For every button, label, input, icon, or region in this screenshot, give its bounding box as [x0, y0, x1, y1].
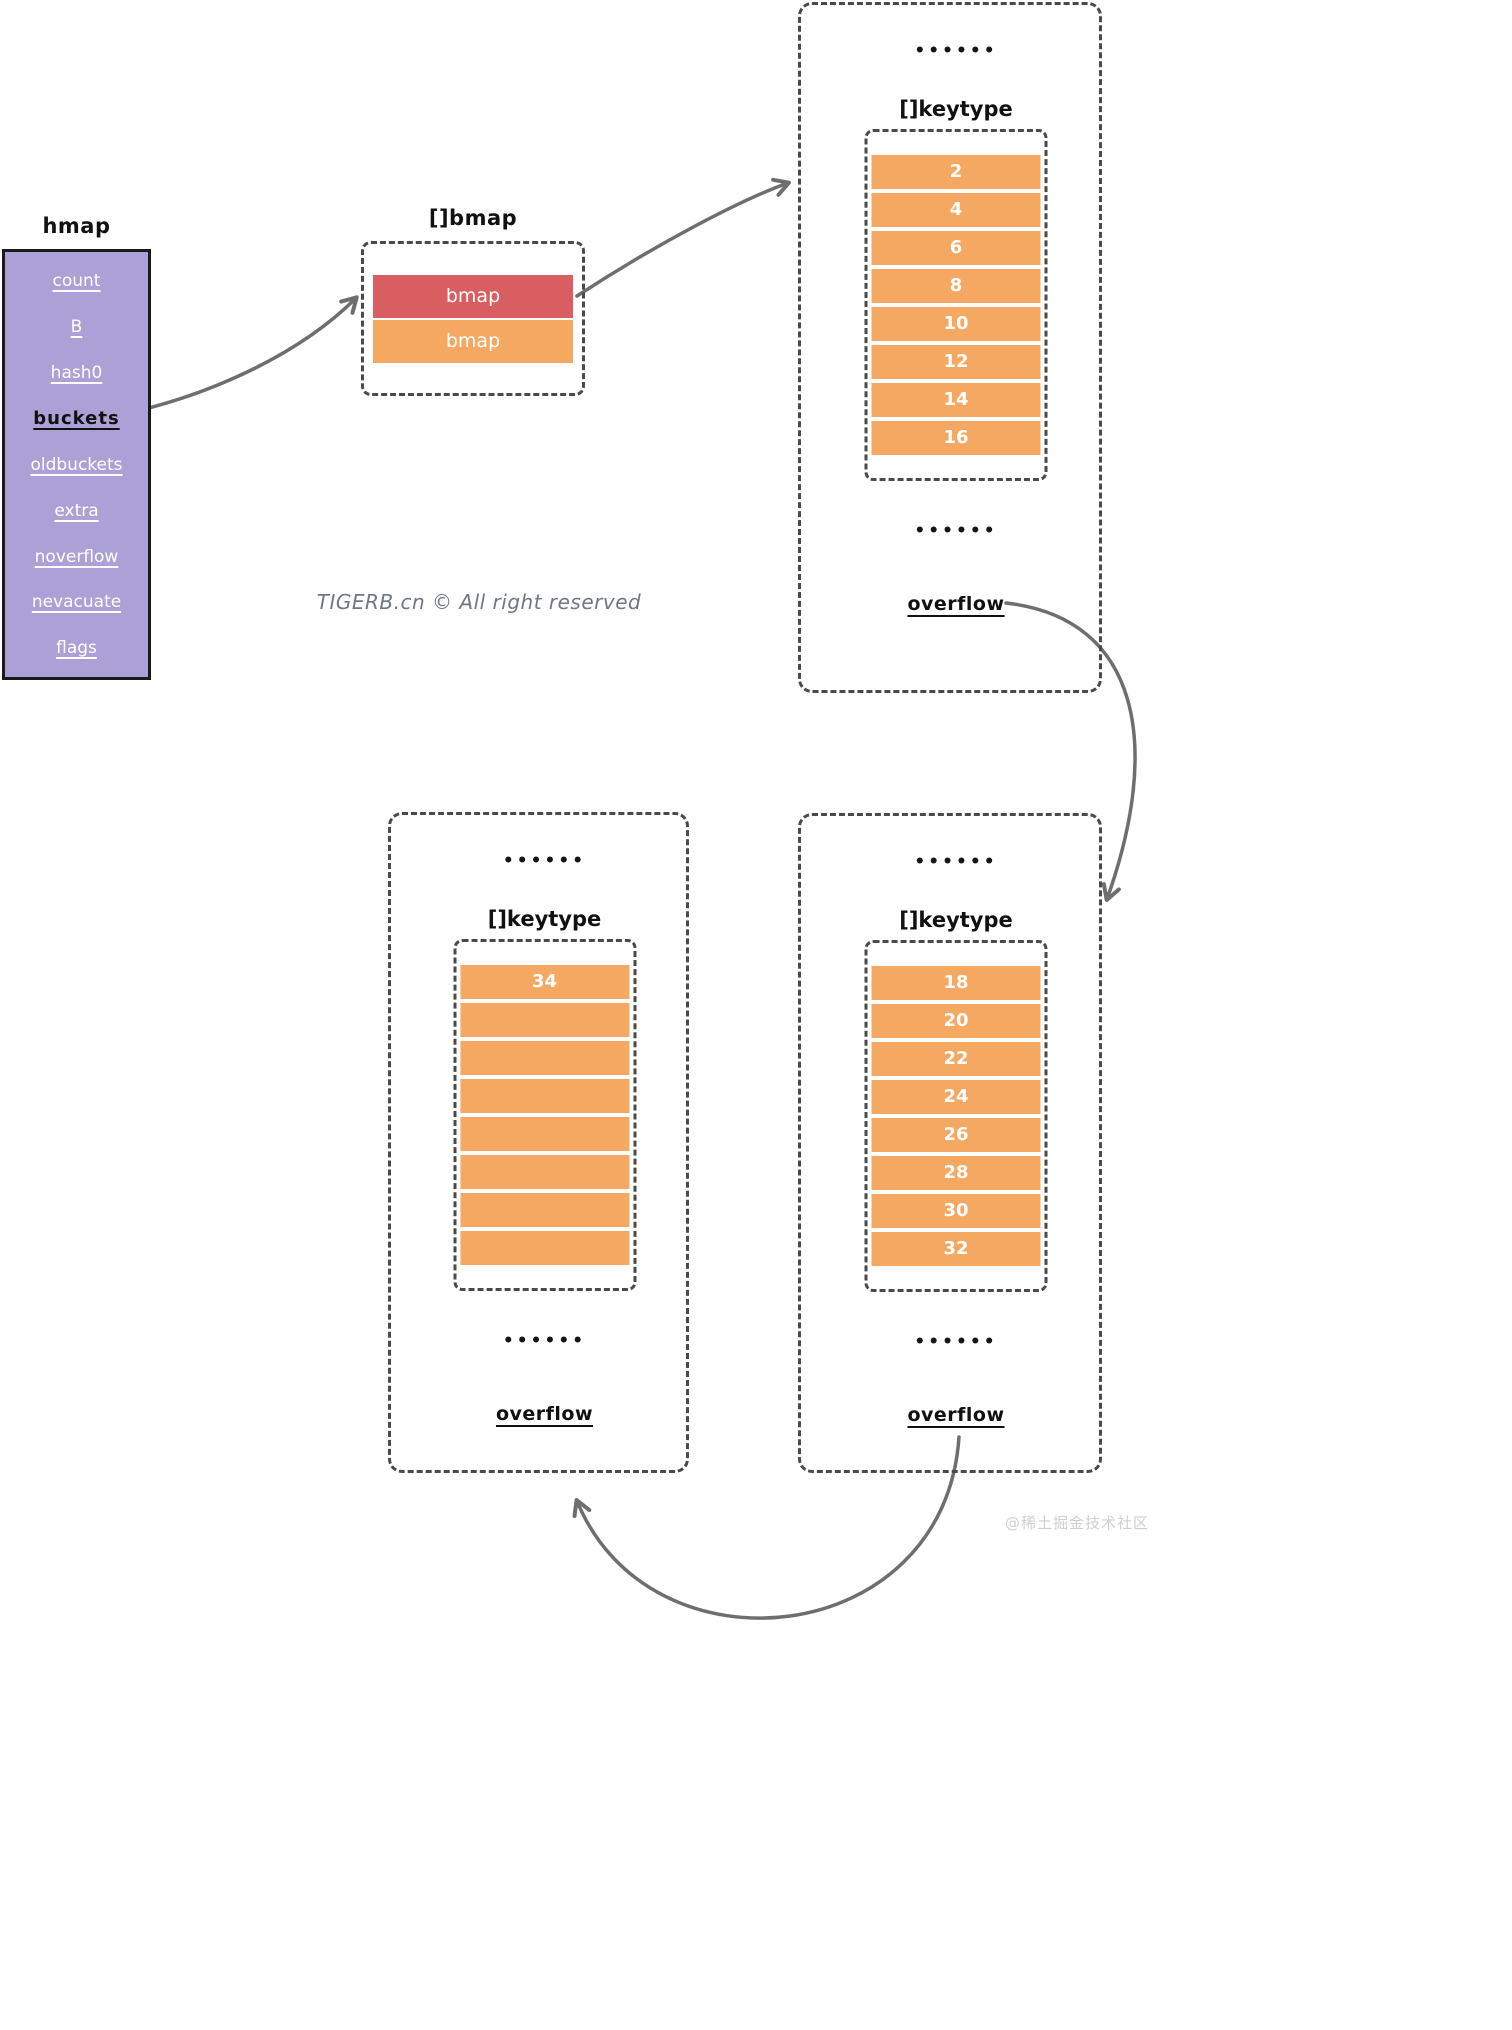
bmap-array-title: []bmap: [428, 206, 518, 230]
hmap-field-flags: flags: [56, 638, 97, 658]
hmap-field-noverflow: noverflow: [34, 546, 119, 567]
keytype-cell: 8: [871, 269, 1041, 303]
keytype-cell: 4: [871, 193, 1041, 227]
ellipsis-dots: ••••••: [914, 41, 998, 61]
watermark-text: TIGERB.cn © All right reserved: [316, 590, 642, 614]
keytype-slots-box: 34: [453, 939, 636, 1291]
keytype-cell: 20: [871, 1004, 1041, 1038]
hmap-field-buckets: buckets: [33, 408, 120, 430]
keytype-cell: 32: [871, 1232, 1041, 1266]
keytype-title: []keytype: [899, 908, 1013, 932]
ellipsis-dots: ••••••: [502, 1331, 587, 1351]
keytype-cell: 2: [871, 155, 1041, 189]
hmap-field-hash0: hash0: [50, 362, 103, 383]
keytype-slots-box: 18 20 22 24 26 28 30 32: [864, 940, 1048, 1292]
keytype-cell: 30: [871, 1194, 1041, 1228]
keytype-cell: 14: [871, 383, 1041, 417]
bucket-box-bottom-right: •••••• []keytype 18 20 22 24 26 28 30 32 ••••••…: [798, 813, 1102, 1473]
hmap-field-extra: extra: [54, 500, 99, 521]
keytype-cell: [460, 1003, 629, 1037]
hmap-field-B: B: [70, 316, 83, 337]
keytype-slots-box: 2 4 6 8 10 12 14 16: [864, 129, 1048, 481]
hmap-field-oldbuckets: oldbuckets: [30, 455, 123, 475]
keytype-cell: [460, 1231, 629, 1265]
keytype-cell: 10: [871, 307, 1041, 341]
keytype-cell: 26: [871, 1118, 1041, 1152]
bmap-array-box: bmap bmap: [361, 241, 585, 396]
keytype-title: []keytype: [487, 907, 602, 931]
overflow-link: overflow: [907, 593, 1005, 615]
keytype-cell: 24: [871, 1080, 1041, 1114]
keytype-cell: 34: [460, 965, 629, 999]
keytype-cell: 18: [871, 966, 1041, 1000]
overflow-link: overflow: [495, 1403, 594, 1425]
keytype-cell: 16: [871, 421, 1041, 455]
bucket-box-bottom-left: •••••• []keytype 34 •••••• overflow: [388, 812, 689, 1473]
arrow-bmap-to-bucket1: [575, 177, 791, 298]
keytype-title: []keytype: [899, 97, 1013, 121]
community-watermark: @稀土掘金技术社区: [1005, 1514, 1150, 1532]
keytype-cells: 34: [460, 965, 629, 1265]
hmap-title: hmap: [42, 214, 111, 238]
keytype-cell: [460, 1079, 629, 1113]
keytype-cells: 18 20 22 24 26 28 30 32: [871, 966, 1041, 1266]
arrow-buckets-to-bmap: [122, 295, 359, 416]
ellipsis-dots: ••••••: [914, 1332, 998, 1352]
ellipsis-dots: ••••••: [502, 851, 587, 871]
keytype-cell: 28: [871, 1156, 1041, 1190]
ellipsis-dots: ••••••: [914, 852, 998, 872]
keytype-cells: 2 4 6 8 10 12 14 16: [871, 155, 1041, 455]
overflow-link: overflow: [907, 1404, 1005, 1426]
hmap-field-nevacuate: nevacuate: [31, 592, 122, 613]
keytype-cell: 12: [871, 345, 1041, 379]
ellipsis-dots: ••••••: [914, 521, 998, 541]
bmap-cell: bmap: [373, 320, 573, 363]
bmap-cell-active: bmap: [373, 275, 573, 318]
keytype-cell: [460, 1117, 629, 1151]
keytype-cell: 6: [871, 231, 1041, 265]
keytype-cell: [460, 1155, 629, 1189]
hmap-field-count: count: [52, 271, 101, 291]
keytype-cell: 22: [871, 1042, 1041, 1076]
bucket-box-top-right: •••••• []keytype 2 4 6 8 10 12 14 16 •••••• ove…: [798, 2, 1102, 693]
keytype-cell: [460, 1193, 629, 1227]
keytype-cell: [460, 1041, 629, 1075]
